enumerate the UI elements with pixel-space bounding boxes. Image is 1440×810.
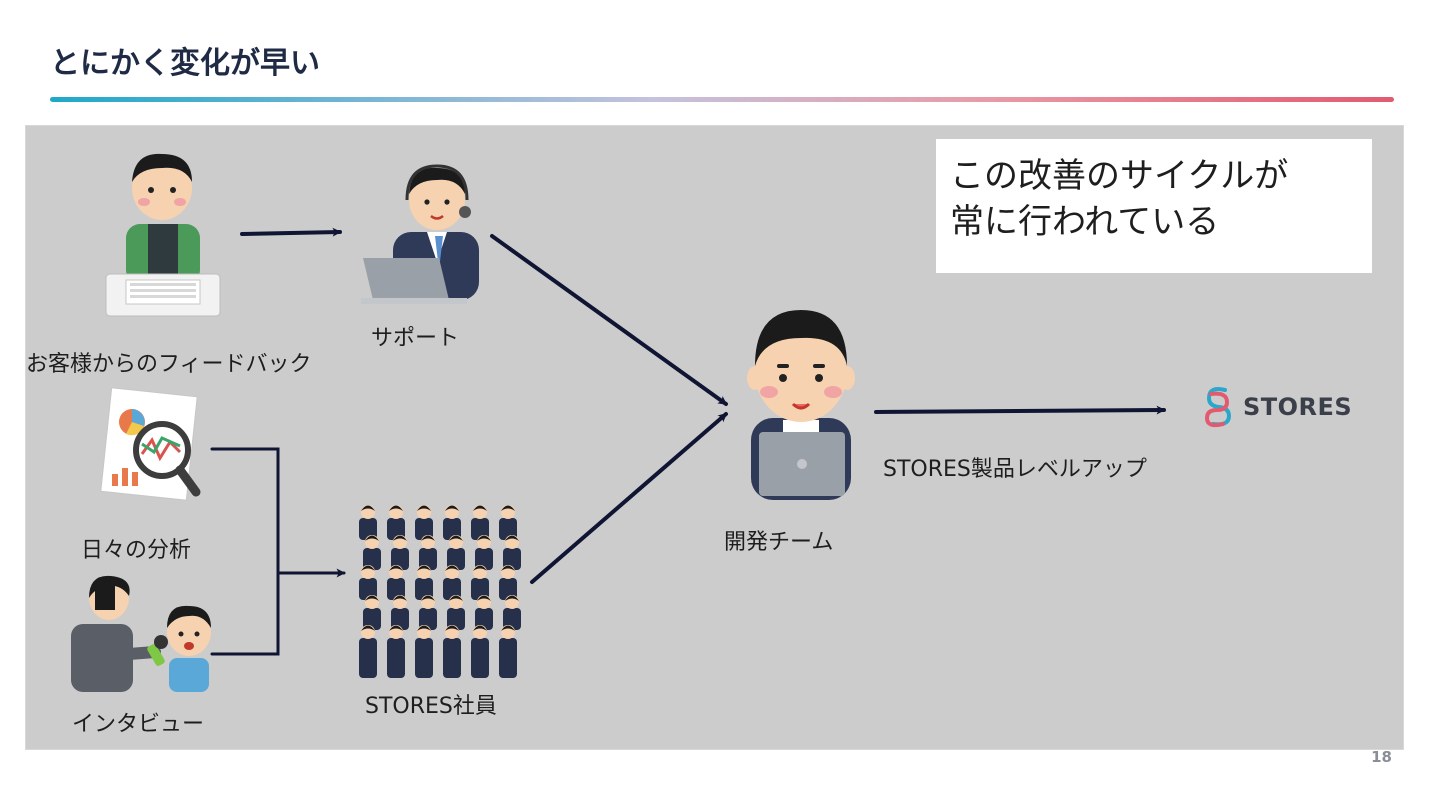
interview-illustration bbox=[71, 575, 211, 692]
support-operator-illustration bbox=[361, 164, 479, 304]
bracket-analysis-interview bbox=[210, 447, 280, 656]
customer-feedback-illustration bbox=[105, 153, 221, 317]
slide-title: とにかく変化が早い bbox=[50, 46, 320, 81]
title-gradient-divider bbox=[50, 97, 1394, 102]
stores-logo: STORES bbox=[1201, 382, 1352, 432]
label-dev-team: 開発チーム bbox=[724, 530, 834, 555]
arrow-support-to-dev bbox=[490, 234, 728, 406]
developer-illustration bbox=[747, 310, 855, 500]
label-feedback: お客様からのフィードバック bbox=[26, 352, 312, 377]
cycle-note-box: この改善のサイクルが 常に行われている bbox=[936, 139, 1372, 273]
label-employees: STORES社員 bbox=[365, 694, 497, 719]
analysis-document-illustration bbox=[100, 387, 201, 501]
arrow-feedback-to-support bbox=[240, 227, 342, 237]
stores-logo-mark-icon bbox=[1204, 387, 1232, 428]
connector-layer bbox=[210, 227, 1166, 656]
note-line-1: この改善のサイクルが bbox=[950, 156, 1289, 196]
diagram-panel: お客様からのフィードバック サポート 日々の分析 bbox=[25, 125, 1404, 750]
note-line-2: 常に行われている bbox=[950, 202, 1220, 242]
label-levelup: STORES製品レベルアップ bbox=[883, 457, 1147, 482]
arrow-employees-to-dev bbox=[530, 412, 728, 584]
label-analysis: 日々の分析 bbox=[81, 538, 192, 563]
stores-logo-text: STORES bbox=[1243, 393, 1353, 421]
page-number: 18 bbox=[1371, 748, 1392, 766]
label-interview: インタビュー bbox=[72, 712, 205, 737]
label-support: サポート bbox=[371, 326, 460, 351]
arrow-dev-to-stores bbox=[874, 405, 1166, 415]
employees-crowd-illustration bbox=[359, 505, 521, 678]
